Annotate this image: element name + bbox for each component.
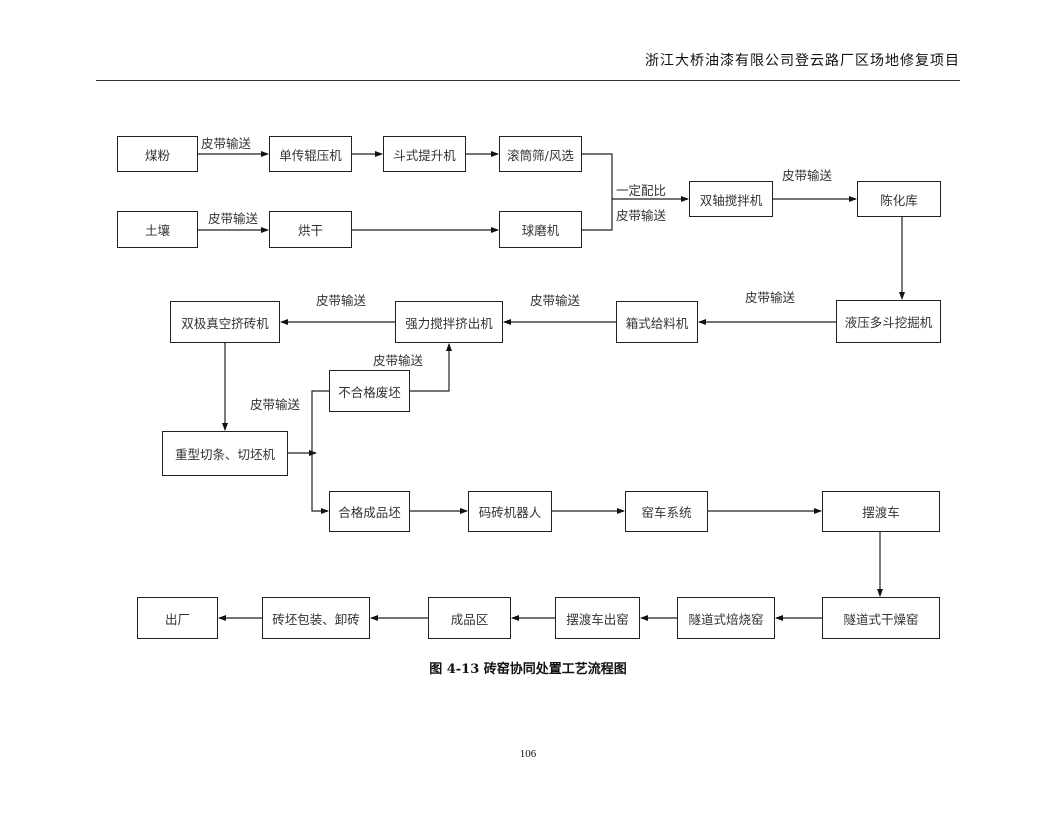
label-belt-coal: 皮带输送 bbox=[201, 136, 252, 151]
label-belt-extruder: 皮带输送 bbox=[316, 293, 367, 308]
merge-line bbox=[582, 153, 613, 231]
page-number: 106 bbox=[519, 748, 537, 760]
node-qualified: 合格成品坯 bbox=[329, 491, 410, 532]
label-belt-cutter: 皮带输送 bbox=[250, 397, 301, 412]
node-product: 成品区 bbox=[428, 597, 511, 639]
node-kilncar: 窑车系统 bbox=[625, 491, 708, 532]
node-extruder-mix: 强力搅拌挤出机 bbox=[395, 301, 503, 343]
node-ballmill: 球磨机 bbox=[499, 211, 582, 248]
label-ratio: 一定配比 bbox=[616, 183, 667, 198]
node-ferry-out: 摆渡车出窑 bbox=[555, 597, 640, 639]
label-belt-reject: 皮带输送 bbox=[373, 353, 424, 368]
node-ferry: 摆渡车 bbox=[822, 491, 940, 532]
label-belt-mixer: 皮带输送 bbox=[782, 168, 833, 183]
arrow-reject-extruder bbox=[410, 343, 452, 392]
node-dryer: 隧道式干燥窑 bbox=[822, 597, 940, 639]
node-soil: 土壤 bbox=[117, 211, 198, 248]
split-line bbox=[311, 390, 329, 514]
node-mixer: 双轴搅拌机 bbox=[689, 181, 773, 217]
node-cutter: 重型切条、切坯机 bbox=[162, 431, 288, 476]
figure-caption: 图 4-13 砖窑协同处置工艺流程图 bbox=[429, 662, 627, 677]
node-pack: 砖坯包装、卸砖 bbox=[262, 597, 370, 639]
label-belt-excavator: 皮带输送 bbox=[745, 290, 796, 305]
node-aging: 陈化库 bbox=[857, 181, 941, 217]
label-belt-soil: 皮带输送 bbox=[208, 211, 259, 226]
node-robot: 码砖机器人 bbox=[468, 491, 552, 532]
node-firing: 隧道式焙烧窑 bbox=[677, 597, 775, 639]
node-screen: 滚筒筛/风选 bbox=[499, 136, 582, 172]
node-roller: 单传辊压机 bbox=[269, 136, 352, 172]
node-elevator: 斗式提升机 bbox=[383, 136, 466, 172]
header-rule bbox=[96, 80, 960, 81]
node-vacuum: 双极真空挤砖机 bbox=[170, 301, 280, 343]
node-exit: 出厂 bbox=[137, 597, 218, 639]
label-belt-feeder: 皮带输送 bbox=[530, 293, 581, 308]
node-reject: 不合格废坯 bbox=[329, 370, 410, 412]
node-feeder: 箱式给料机 bbox=[616, 301, 698, 343]
node-coal: 煤粉 bbox=[117, 136, 198, 172]
node-dry: 烘干 bbox=[269, 211, 352, 248]
label-belt-merge: 皮带输送 bbox=[616, 208, 667, 223]
page-header: 浙江大桥油漆有限公司登云路厂区场地修复项目 bbox=[645, 53, 960, 69]
node-excavator: 液压多斗挖掘机 bbox=[836, 300, 941, 343]
